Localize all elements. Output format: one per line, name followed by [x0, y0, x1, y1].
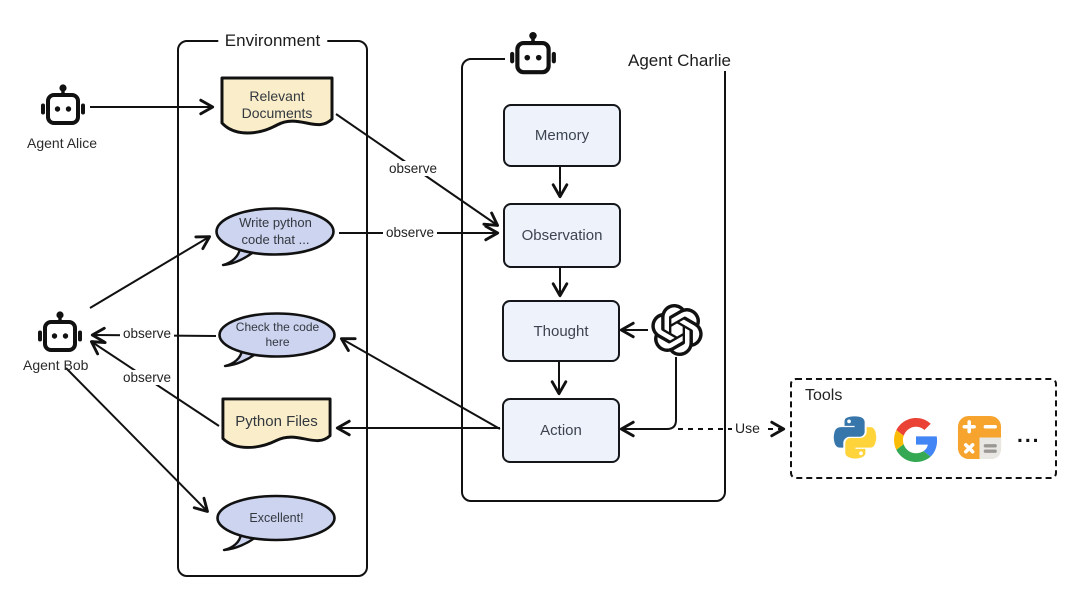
edge-label-use: Use — [732, 420, 763, 436]
edge-bob-to-excellent — [65, 367, 209, 513]
action-box: Action — [502, 398, 620, 463]
thought-box: Thought — [502, 300, 620, 362]
check-code-label: Check the code here — [235, 320, 320, 349]
tools-box: Tools — [790, 378, 1057, 479]
edge-action-to-check-code — [339, 337, 501, 430]
python-files-label: Python Files — [235, 412, 318, 430]
excellent-label: Excellent! — [249, 510, 304, 525]
agent-charlie-title: Agent Charlie — [621, 51, 739, 71]
python-icon — [832, 415, 878, 461]
edge-label-observe-documents: observe — [386, 161, 441, 176]
memory-box: Memory — [503, 104, 621, 167]
agent-charlie-robot-icon — [508, 31, 558, 78]
agent-charlie-box: Agent Charlie — [461, 51, 739, 502]
google-search-icon — [894, 418, 938, 462]
calculator-icon — [956, 414, 1003, 461]
memory-label: Memory — [534, 127, 590, 144]
agent-bob-label: Agent Bob — [23, 357, 89, 373]
agent-alice-label: Agent Alice — [27, 135, 98, 151]
speech-bubble-icon — [215, 207, 335, 267]
charlie-header-mask — [505, 57, 735, 63]
observation-box: Observation — [503, 203, 621, 268]
tools-ellipsis: ... — [1017, 424, 1041, 447]
agent-bob-robot-icon — [36, 311, 84, 355]
speech-bubble-icon — [218, 312, 336, 368]
agent-alice-robot-icon — [39, 84, 87, 128]
python-files-shape: Python Files — [220, 396, 333, 454]
environment-box: Environment — [177, 31, 368, 577]
action-label: Action — [540, 422, 582, 439]
check-code-bubble: Check the code here — [217, 311, 338, 369]
write-python-label: Write python code that ... — [239, 215, 312, 247]
observation-label: Observation — [521, 227, 603, 244]
environment-title: Environment — [217, 31, 328, 51]
speech-bubble-icon — [216, 494, 336, 552]
thought-label: Thought — [533, 322, 589, 340]
write-python-bubble: Write python code that ... — [214, 206, 337, 268]
edge-label-observe-python-files: observe — [120, 370, 175, 385]
tools-title: Tools — [805, 387, 843, 404]
edge-bob-to-write-python — [89, 235, 212, 309]
edge-openai-to-action — [619, 357, 677, 438]
relevant-documents-label: Relevant Documents — [241, 87, 313, 122]
edge-label-observe-check-code: observe — [120, 326, 175, 341]
edge-label-observe-write-python: observe — [383, 225, 438, 240]
openai-logo-icon — [651, 304, 703, 356]
relevant-documents-shape: Relevant Documents — [219, 75, 335, 139]
document-icon — [220, 76, 334, 135]
excellent-bubble: Excellent! — [215, 494, 338, 552]
document-icon — [221, 397, 332, 449]
